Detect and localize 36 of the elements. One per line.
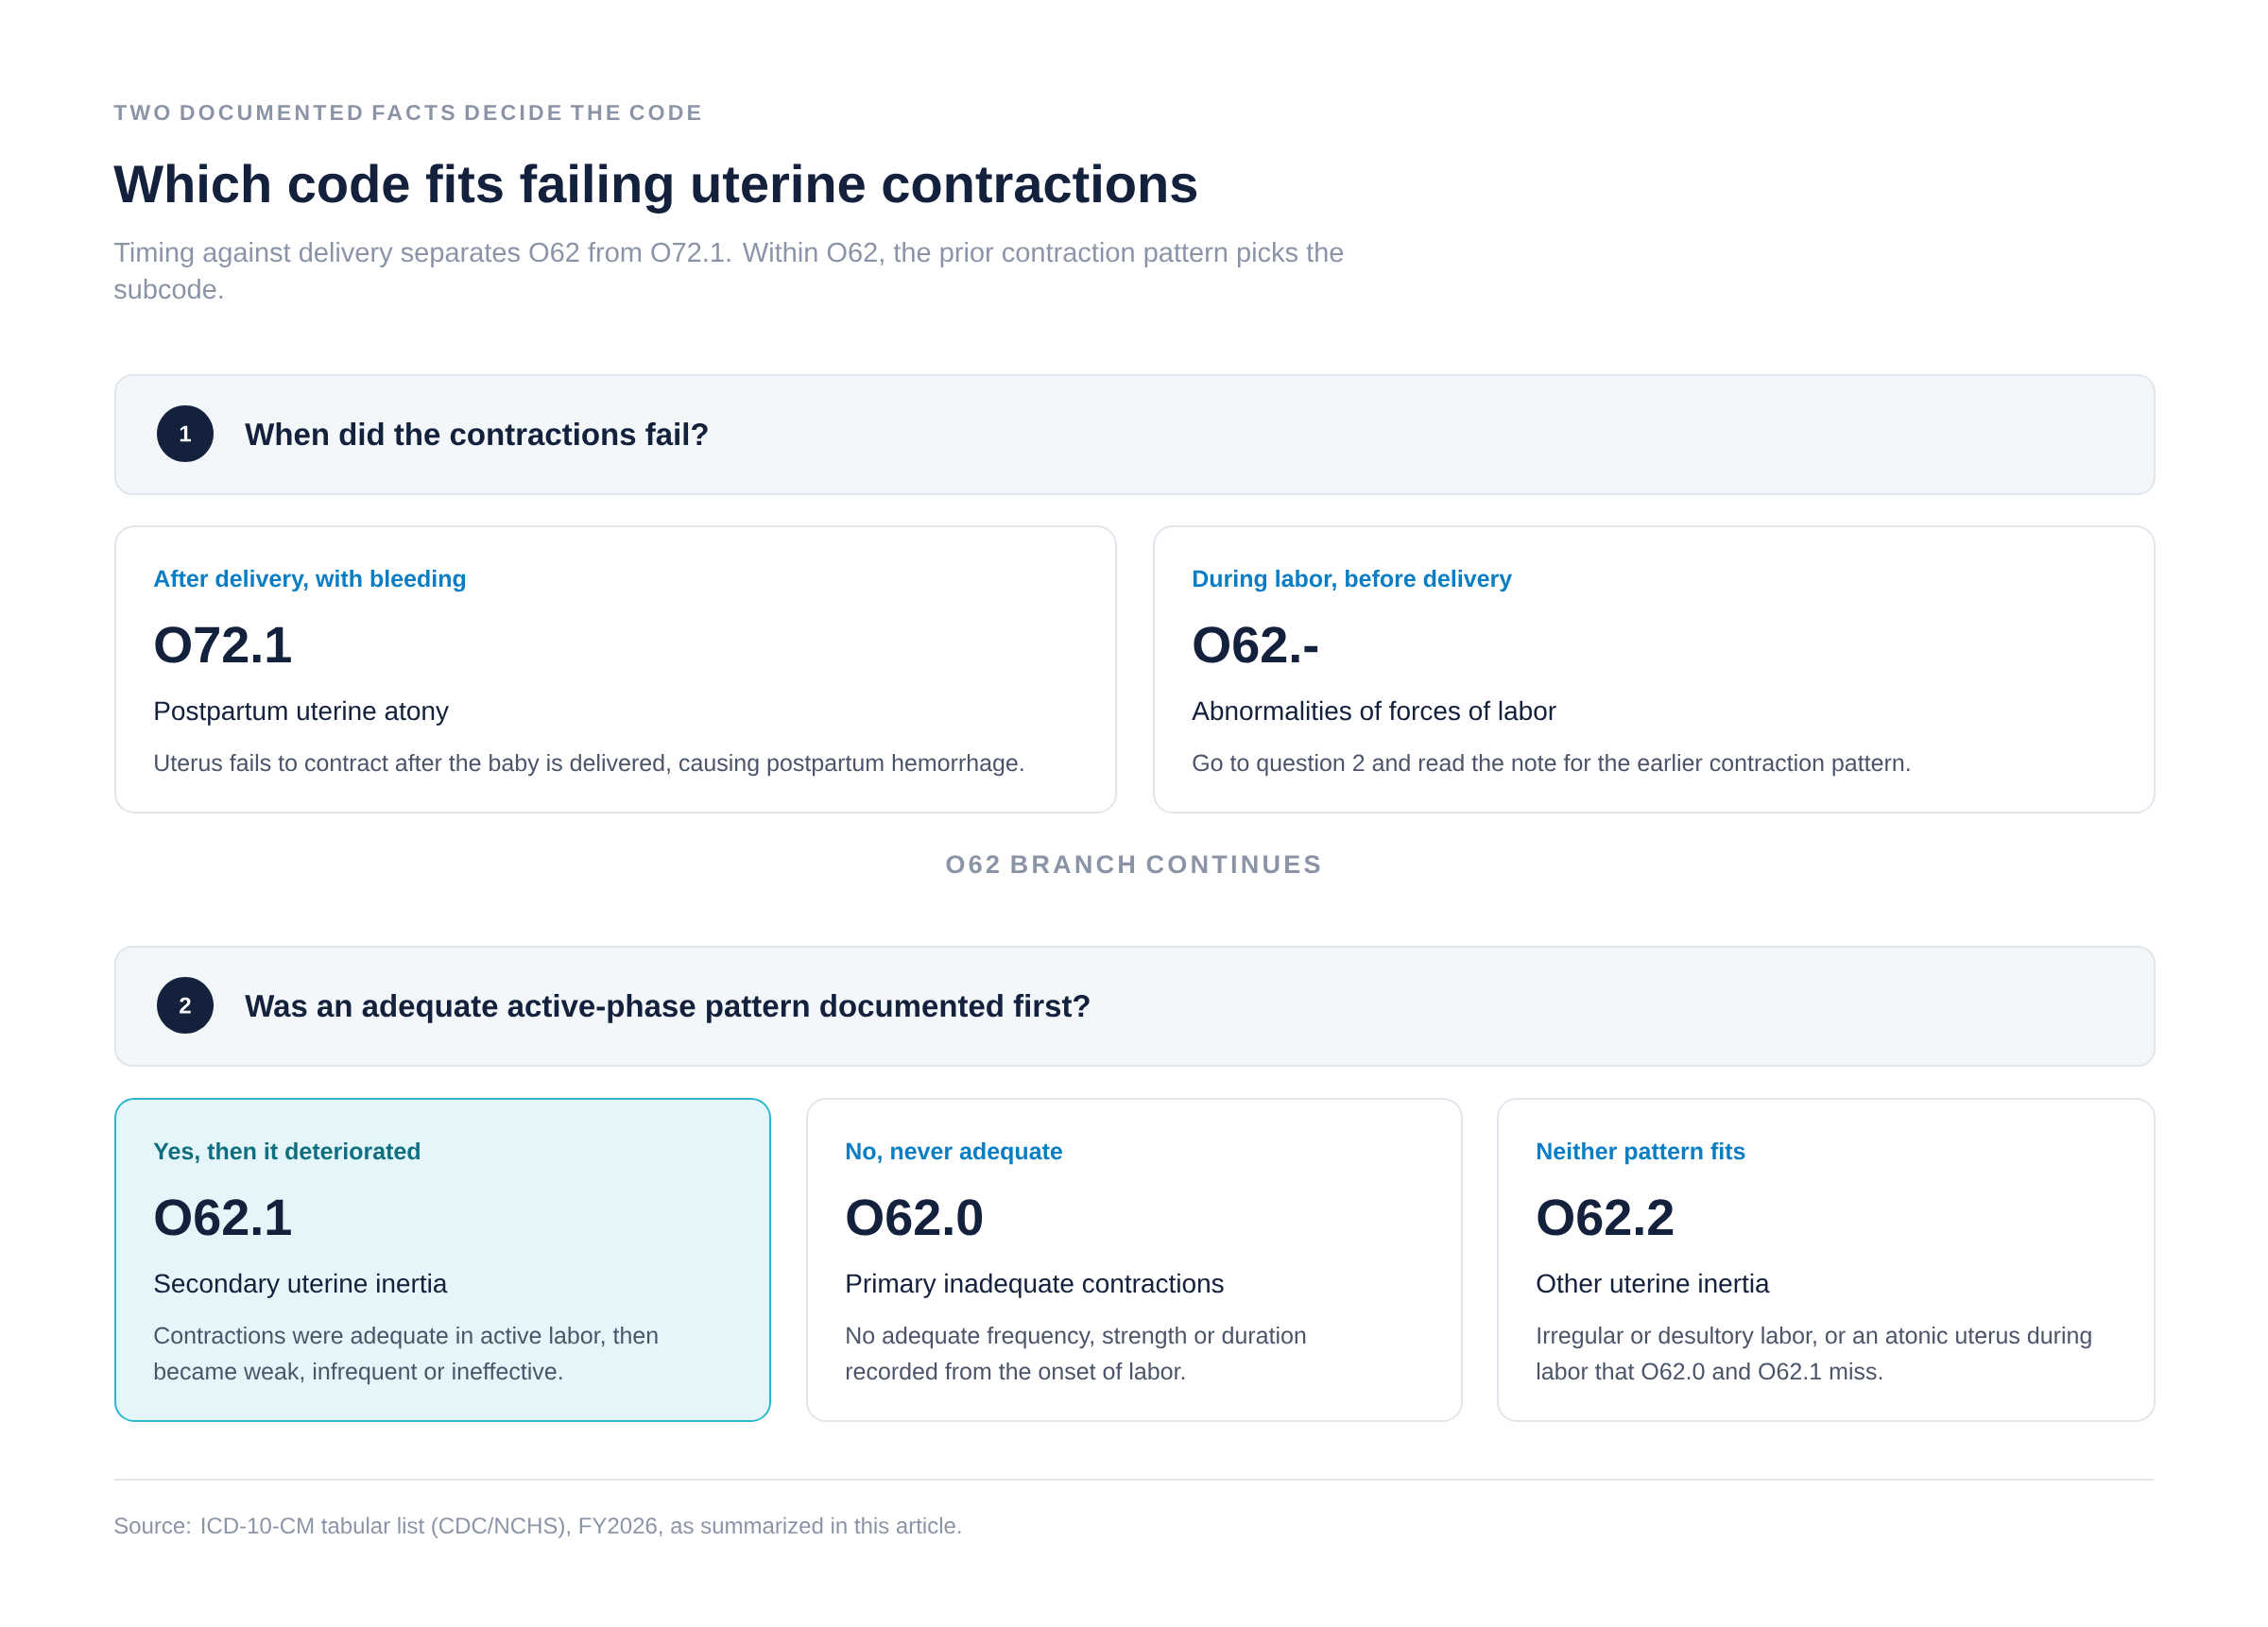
code-number: O62.1 [155,1199,291,1236]
question-band [114,374,2156,495]
answer-card [114,1098,771,1422]
code-number: O72.1 [155,626,291,663]
question-band [114,946,2156,1067]
title: Which code fits failing uterine contractions [113,163,1197,214]
card-heading: Yes, then it deteriorated [153,1141,420,1163]
number-badge: 1 [157,405,214,462]
code-number: O62.- [1194,626,1318,663]
code-description: Go to question 2 and read the note for the earlier contraction pattern. [1193,753,1910,777]
card-heading: No, never adequate [846,1141,1062,1165]
code-name: Secondary uterine inertia [154,1273,448,1298]
code-name: Postpartum uterine atony [155,700,449,726]
card-heading: During labor, before delivery [1193,569,1513,592]
answer-card [1497,1098,2156,1422]
question-text: When did the contractions fail? [245,422,708,446]
code-description: Irregular or desultory labor, or an atonic uterus during labor that O62.0 and O62.1 miss. [1537,1326,2091,1380]
answer-card [806,1098,1463,1422]
code-description: Contractions were adequate in active labor, then became weak, infrequent or ineffective. [154,1326,658,1385]
code-number: O62.0 [847,1199,983,1236]
code-name: Abnormalities of forces of labor [1192,700,1556,721]
source-note: Source: ICD-10-CM tabular list (CDC/NCHS), FY2026, as summarized in this article. [114,1516,961,1538]
kicker-text: TWO DOCUMENTED FACTS DECIDE THE CODE [113,104,701,121]
question-text: Was an adequate active-phase pattern documented first? [245,994,1090,1023]
code-name: Primary inadequate contractions [847,1273,1224,1298]
section-divider-text: O62 BRANCH CONTINUES [946,855,1320,874]
code-description: Uterus fails to contract after the baby is delivered, causing postpartum hemorrhage. [155,753,1023,777]
number-badge: 2 [157,977,214,1034]
code-name: Other uterine inertia [1537,1273,1770,1293]
subtitle: Timing against delivery separates O62 from O72.1. Within O62, the prior contraction pattern picks the subcode. [113,242,1344,300]
answer-card [114,525,1117,814]
code-number: O62.2 [1538,1199,1674,1236]
code-description: No adequate frequency, strength or duration recorded from the onset of labor. [846,1326,1306,1380]
answer-card [1153,525,2156,814]
card-heading: After delivery, with bleeding [153,569,466,592]
card-heading: Neither pattern fits [1537,1141,1745,1165]
